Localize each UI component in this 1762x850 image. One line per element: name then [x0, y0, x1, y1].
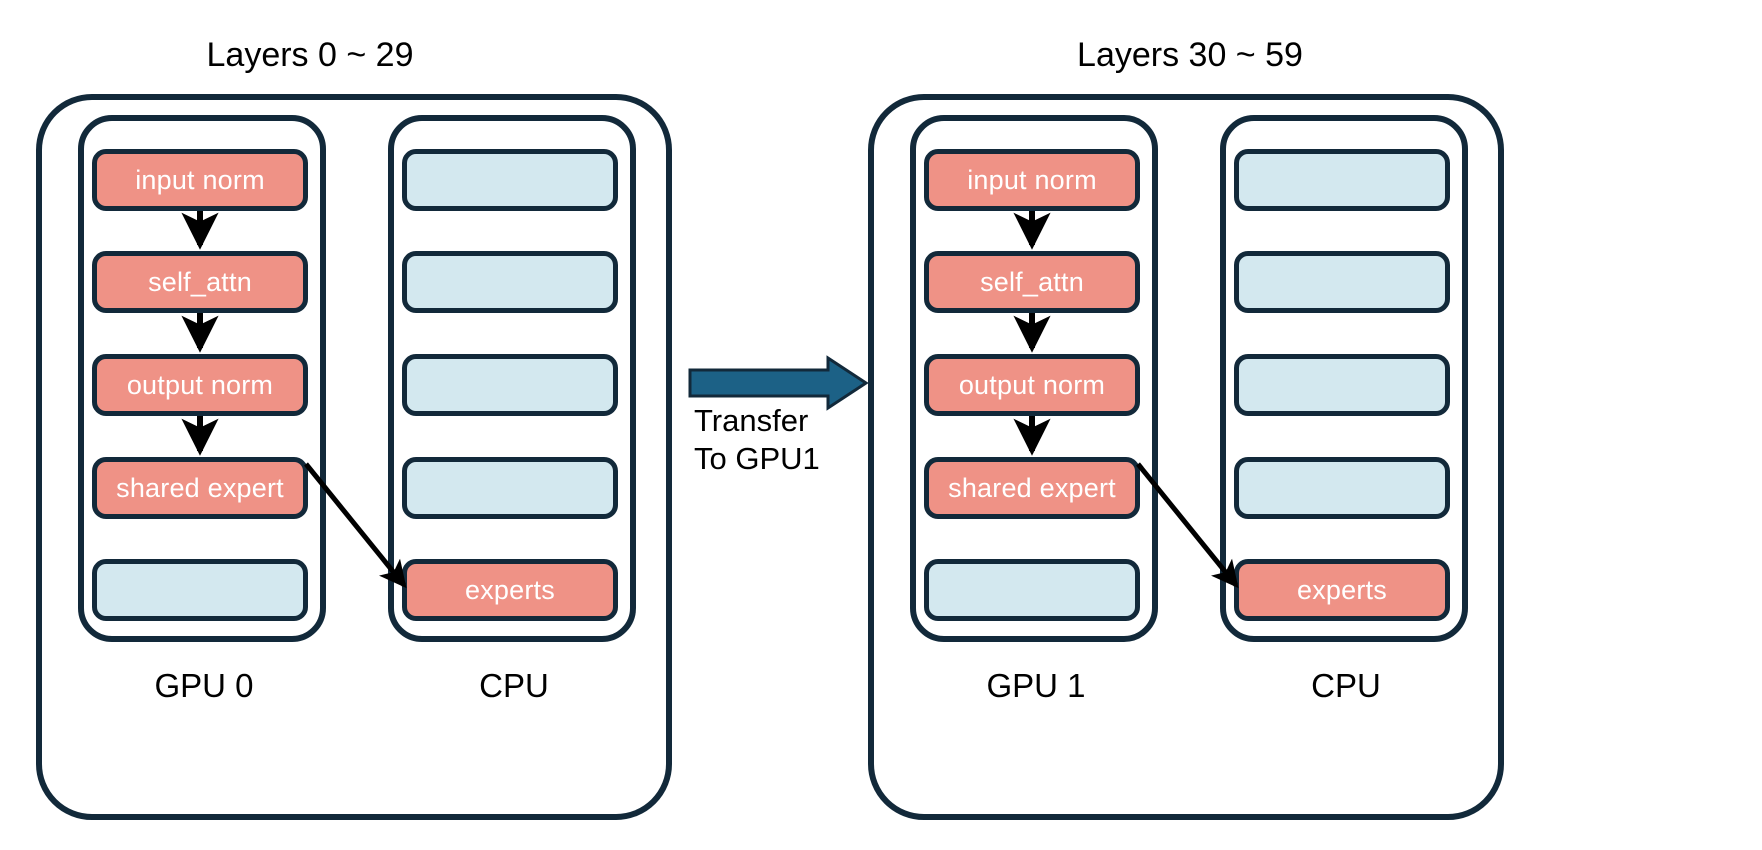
module-cpu1-slot-1[interactable]: [1234, 149, 1450, 211]
module-self-attn-gpu1[interactable]: self_attn: [924, 251, 1140, 313]
module-output-norm-gpu0[interactable]: output norm: [92, 354, 308, 416]
module-cpu0-slot-3[interactable]: [402, 354, 618, 416]
module-cpu0-slot-2[interactable]: [402, 251, 618, 313]
module-empty-gpu0[interactable]: [92, 559, 308, 621]
module-empty-gpu1[interactable]: [924, 559, 1140, 621]
module-cpu0-slot-1[interactable]: [402, 149, 618, 211]
module-shared-expert-gpu0[interactable]: shared expert: [92, 457, 308, 519]
panel-title-right: Layers 30 ~ 59: [1077, 36, 1303, 74]
device-label-cpu-0: CPU: [479, 667, 549, 704]
module-input-norm-gpu1[interactable]: input norm: [924, 149, 1140, 211]
transfer-arrow: [688, 355, 869, 411]
module-cpu1-slot-4[interactable]: [1234, 457, 1450, 519]
panel-title-left: Layers 0 ~ 29: [206, 36, 414, 74]
module-output-norm-gpu1[interactable]: output norm: [924, 354, 1140, 416]
device-label-cpu-1: CPU: [1311, 667, 1381, 704]
module-cpu1-slot-2[interactable]: [1234, 251, 1450, 313]
device-label-gpu-0: GPU 0: [154, 667, 254, 704]
transfer-label: Transfer To GPU1: [694, 403, 820, 476]
module-cpu1-slot-3[interactable]: [1234, 354, 1450, 416]
module-experts-cpu0[interactable]: experts: [402, 559, 618, 621]
module-self-attn-gpu0[interactable]: self_attn: [92, 251, 308, 313]
module-experts-cpu1[interactable]: experts: [1234, 559, 1450, 621]
module-shared-expert-gpu1[interactable]: shared expert: [924, 457, 1140, 519]
module-input-norm-gpu0[interactable]: input norm: [92, 149, 308, 211]
device-label-gpu-1: GPU 1: [986, 667, 1086, 704]
module-cpu0-slot-4[interactable]: [402, 457, 618, 519]
